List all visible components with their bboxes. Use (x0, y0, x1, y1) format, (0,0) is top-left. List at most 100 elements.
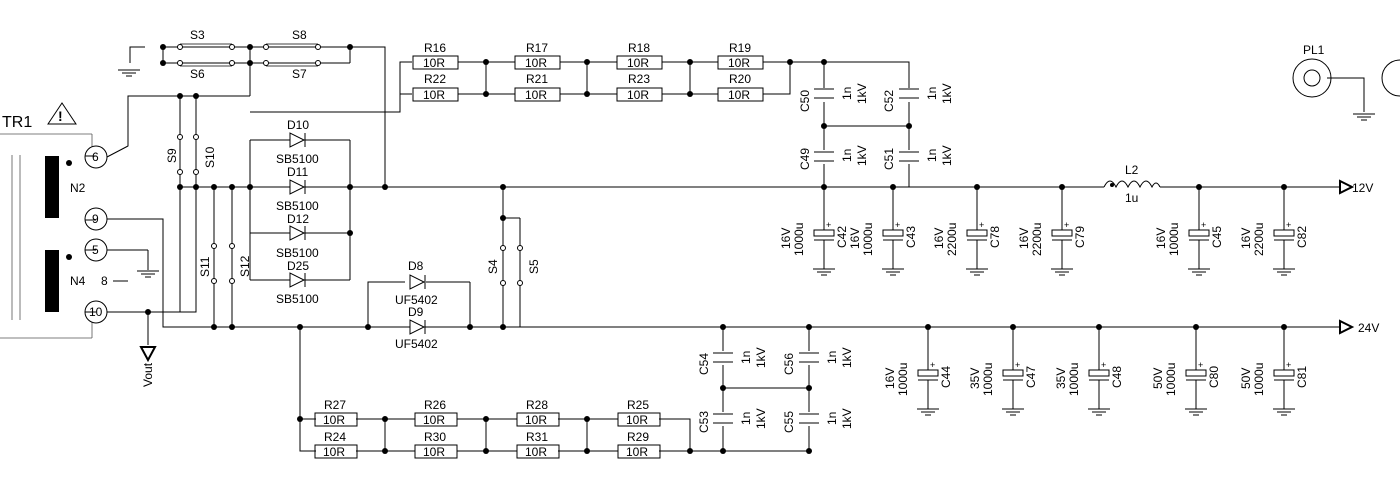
svg-text:R18: R18 (628, 41, 650, 55)
svg-text:R19: R19 (729, 41, 751, 55)
svg-text:1kV: 1kV (840, 408, 854, 429)
svg-text:R22: R22 (424, 72, 446, 86)
svg-text:R29: R29 (627, 430, 649, 444)
junction-dot (1193, 324, 1199, 330)
junction-dot (806, 385, 812, 391)
resistors: R16 10R R17 10R R18 10R R19 10R R22 10R … (314, 41, 764, 459)
svg-text:R25: R25 (627, 398, 649, 412)
junction-dot (483, 448, 489, 454)
resistor-r26: R26 10R (414, 398, 458, 427)
svg-text:SB5100: SB5100 (276, 246, 319, 260)
svg-text:1n: 1n (925, 149, 939, 162)
svg-text:R20: R20 (729, 72, 751, 86)
svg-text:+: + (895, 220, 900, 230)
inductor-name: L2 (1125, 163, 1139, 177)
svg-text:1kV: 1kV (855, 145, 869, 166)
output-12v: 12V (1339, 179, 1373, 195)
snubber-capacitors: C50 1n 1kV C52 1n 1kV C49 1n 1kV C51 1n … (697, 83, 954, 433)
svg-text:UF5402: UF5402 (395, 293, 438, 307)
diode-d25: D25 SB5100 (276, 259, 319, 306)
capacitor-name: C47 (1024, 366, 1038, 388)
junction-dot (821, 59, 827, 65)
junction-dot (720, 448, 726, 454)
resistor-r31: R31 10R (516, 430, 560, 459)
capacitor-value: 2200u (1252, 223, 1266, 256)
junction-dot (821, 123, 827, 129)
junction-dot (467, 324, 473, 330)
svg-text:C52: C52 (882, 90, 896, 112)
svg-text:R31: R31 (526, 430, 548, 444)
winding-n4-label: N4 (70, 274, 86, 288)
junction-dot (687, 448, 693, 454)
switches: S3 S8 S6 S7 S9 S10 S11 (165, 28, 541, 286)
junction-dot (584, 91, 590, 97)
resistor-r24: R24 10R (314, 430, 358, 459)
svg-text:10R: 10R (525, 56, 547, 70)
pin-10: 10 (84, 300, 108, 324)
junction-dot (1059, 184, 1065, 190)
svg-text:D25: D25 (287, 259, 309, 273)
resistor-r19: R19 10R (717, 41, 764, 70)
capacitor-name: C82 (1295, 226, 1309, 248)
capacitor-name: C80 (1207, 366, 1221, 388)
capacitor-voltage: 16V (779, 228, 793, 249)
svg-text:1n: 1n (925, 87, 939, 100)
svg-text:10R: 10R (525, 445, 547, 459)
svg-text:C56: C56 (782, 353, 796, 375)
svg-text:1n: 1n (840, 149, 854, 162)
svg-text:R24: R24 (324, 430, 346, 444)
pin-9: 9 (84, 207, 108, 231)
capacitor-c51: C51 1n 1kV (882, 145, 954, 170)
junction-dot (720, 385, 726, 391)
capacitor-voltage: 16V (1017, 228, 1031, 249)
svg-text:R30: R30 (424, 430, 446, 444)
junction-dot (347, 184, 353, 190)
junction-dot (247, 44, 253, 50)
capacitor-value: 1000u (896, 363, 910, 396)
junction-dot (382, 184, 388, 190)
svg-text:+: + (1064, 220, 1069, 230)
capacitor-value: 1000u (981, 363, 995, 396)
capacitor-name: C44 (939, 366, 953, 388)
junction-dot (347, 44, 353, 50)
junction-dot (720, 324, 726, 330)
capacitor-name: C78 (988, 226, 1002, 248)
output-24v-label: 24V (1358, 321, 1379, 335)
svg-text:R23: R23 (628, 72, 650, 86)
capacitor-value: 1000u (1067, 363, 1081, 396)
junction-dot (347, 230, 353, 236)
resistor-r16: R16 10R (412, 41, 459, 70)
svg-text:6: 6 (92, 150, 99, 164)
resistor-r23: R23 10R (616, 72, 663, 102)
junction-dots (145, 44, 1287, 454)
svg-text:SB5100: SB5100 (276, 292, 319, 306)
capacitor-c56: C56 1n 1kV (782, 347, 854, 375)
svg-text:S3: S3 (190, 28, 205, 42)
svg-text:S6: S6 (190, 67, 205, 81)
pin-8-label: 8 (101, 274, 108, 288)
resistor-r21: R21 10R (514, 72, 561, 102)
capacitor-c54: C54 1n 1kV (697, 347, 768, 375)
junction-dot (160, 60, 166, 66)
capacitor-c49: C49 1n 1kV (798, 145, 869, 170)
resistor-r20: R20 10R (717, 72, 764, 102)
resistor-r17: R17 10R (514, 41, 561, 70)
svg-text:S12: S12 (238, 255, 252, 277)
svg-text:R26: R26 (424, 398, 446, 412)
junction-dot (584, 59, 590, 65)
junction-dot (584, 416, 590, 422)
connector-pl1: PL1 (1292, 43, 1400, 98)
transformer-label: TR1 (2, 114, 32, 131)
svg-text:1kV: 1kV (840, 347, 854, 368)
switch-s9: S9 (165, 134, 183, 175)
junction-dot (483, 59, 489, 65)
svg-text:SB5100: SB5100 (276, 152, 319, 166)
resistor-r27: R27 10R (314, 398, 358, 427)
svg-text:+: + (1198, 360, 1203, 370)
capacitor-name: C81 (1295, 366, 1309, 388)
svg-text:+: + (1015, 360, 1020, 370)
diode-d10: D10 SB5100 (276, 118, 319, 166)
